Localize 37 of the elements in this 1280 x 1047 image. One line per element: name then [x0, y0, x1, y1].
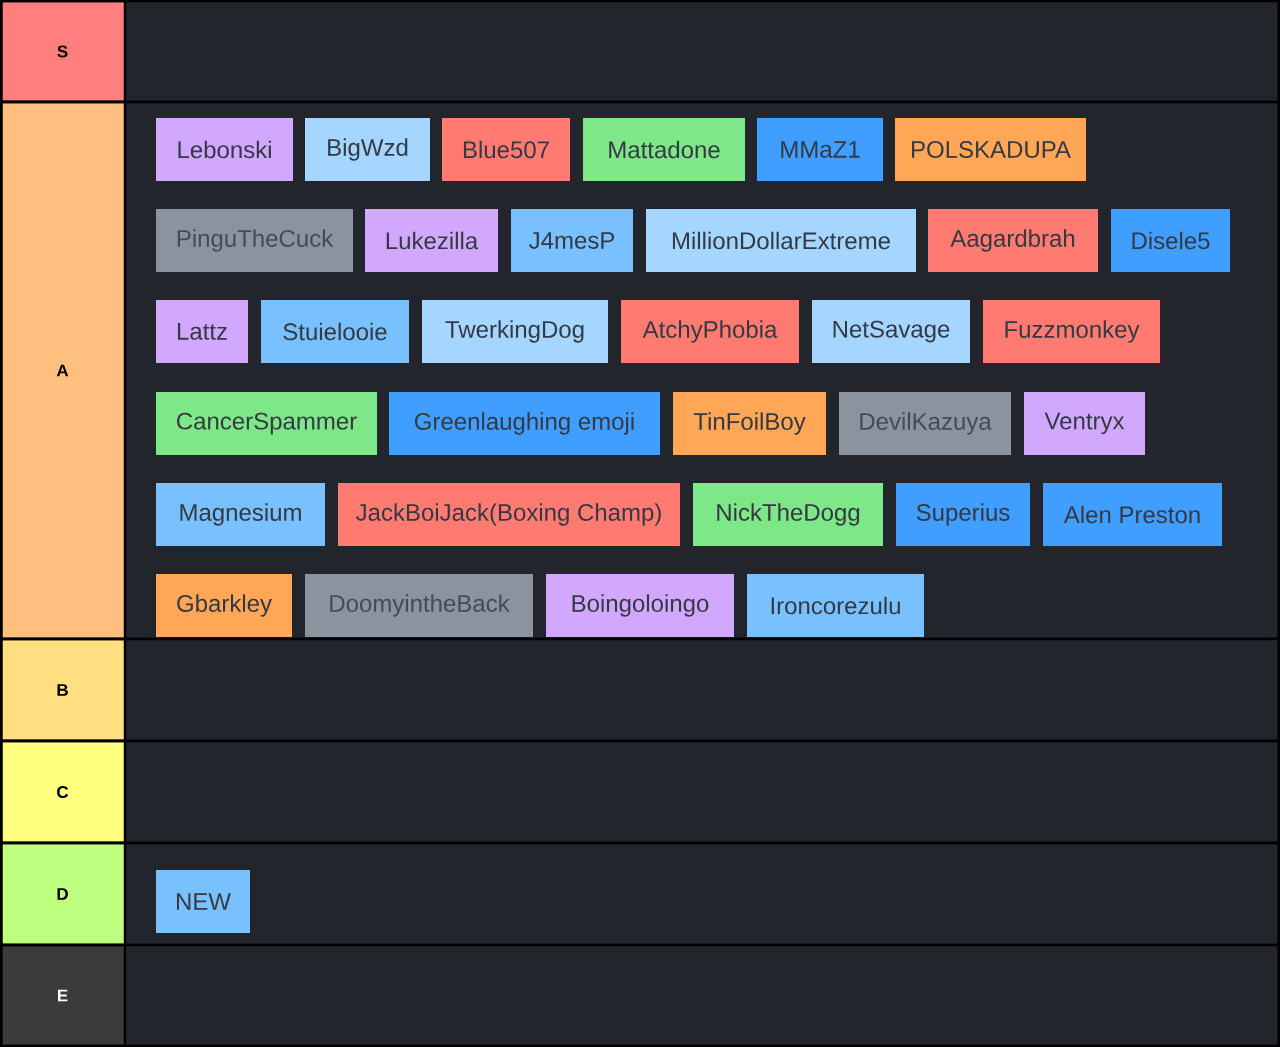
name-tile: MMaZ1 — [757, 118, 883, 181]
tier-row: S — [0, 0, 1280, 104]
name-tile: Alen Preston — [1043, 483, 1222, 546]
name-tile: NetSavage — [812, 300, 970, 363]
name-tile: Stuielooie — [261, 300, 409, 363]
name-tile: Aagardbrah — [928, 209, 1098, 272]
tier-row: B — [0, 637, 1280, 743]
name-tile: DevilKazuya — [839, 392, 1011, 455]
name-tile: Boingoloingo — [546, 574, 734, 637]
name-tile: BigWzd — [305, 118, 430, 181]
name-tile: DoomyintheBack — [305, 574, 533, 637]
name-tile: Lebonski — [156, 118, 293, 181]
name-tile: Ventryx — [1024, 392, 1145, 455]
name-tile: Gbarkley — [156, 574, 292, 637]
name-tile: TinFoilBoy — [673, 392, 826, 455]
name-tile: Blue507 — [442, 118, 570, 181]
name-tile: JackBoiJack(Boxing Champ) — [338, 483, 680, 546]
name-tile: Greenlaughing emoji — [389, 392, 660, 455]
name-tile: Magnesium — [156, 483, 325, 546]
name-tile: NickTheDogg — [693, 483, 883, 546]
name-tile: Ironcorezulu — [747, 574, 924, 637]
name-tile: Lukezilla — [365, 209, 498, 272]
name-tile: AtchyPhobia — [621, 300, 799, 363]
name-tile: Superius — [896, 483, 1030, 546]
name-tile: Mattadone — [583, 118, 745, 181]
tier-row: C — [0, 739, 1280, 845]
name-tile: MillionDollarExtreme — [646, 209, 916, 272]
name-tile: PinguTheCuck — [156, 209, 353, 272]
name-tile: J4mesP — [511, 209, 633, 272]
name-tile: NEW — [156, 870, 250, 933]
name-tile: Fuzzmonkey — [983, 300, 1160, 363]
name-tile: Disele5 — [1111, 209, 1230, 272]
name-tile: CancerSpammer — [156, 392, 377, 455]
name-tile: POLSKADUPA — [895, 118, 1086, 181]
name-tile: TwerkingDog — [422, 300, 608, 363]
tier-row: E — [0, 943, 1280, 1047]
name-tile: Lattz — [156, 300, 248, 363]
